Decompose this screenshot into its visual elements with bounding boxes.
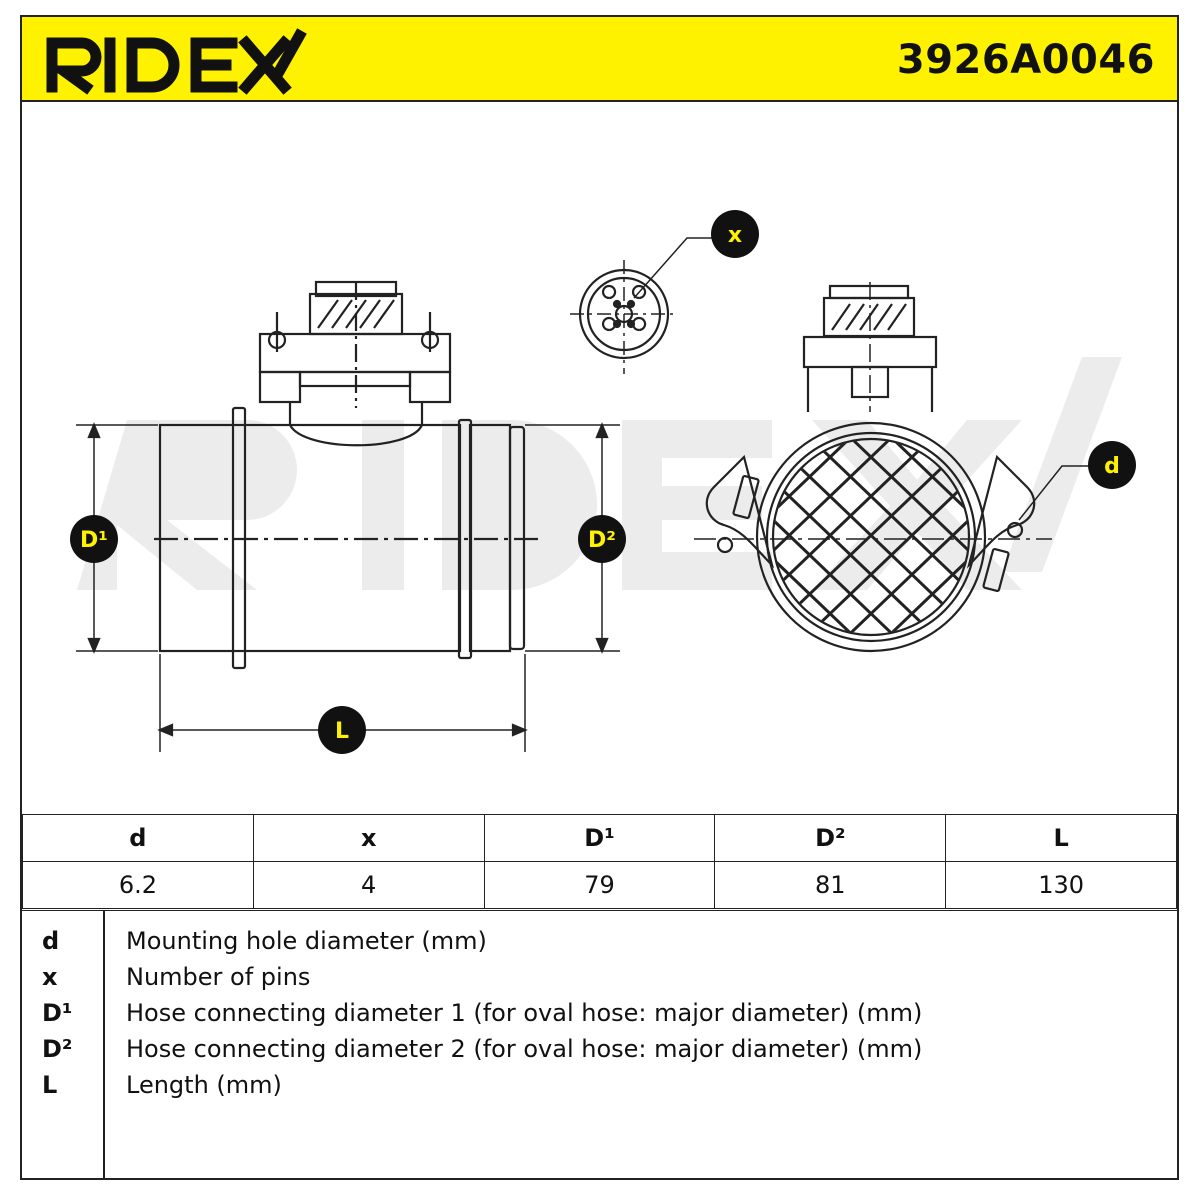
legend-row: D² Hose connecting diameter 2 (for oval … bbox=[22, 1035, 1177, 1071]
legend-key: L bbox=[42, 1071, 58, 1099]
legend: d Mounting hole diameter (mm) x Number o… bbox=[22, 910, 1177, 1179]
spec-value-L: 130 bbox=[945, 861, 1177, 909]
legend-key: d bbox=[42, 927, 60, 955]
callout-D2: D² bbox=[578, 515, 626, 563]
spec-value-D2: 81 bbox=[714, 861, 947, 909]
spec-header-D1: D¹ bbox=[483, 814, 716, 862]
callout-D1: D¹ bbox=[70, 515, 118, 563]
legend-divider bbox=[103, 911, 105, 1179]
callout-L: L bbox=[318, 706, 366, 754]
legend-row: D¹ Hose connecting diameter 1 (for oval … bbox=[22, 999, 1177, 1035]
spec-header-D2: D² bbox=[714, 814, 947, 862]
spec-table-header-row: d x D¹ D² L bbox=[22, 814, 1177, 862]
legend-key: D¹ bbox=[42, 999, 73, 1027]
watermark-logo bbox=[77, 357, 1122, 590]
spec-table-value-row: 6.2 4 79 81 130 bbox=[22, 861, 1177, 909]
legend-row: d Mounting hole diameter (mm) bbox=[22, 927, 1177, 963]
legend-key: D² bbox=[42, 1035, 73, 1063]
legend-description: Mounting hole diameter (mm) bbox=[126, 927, 487, 955]
callout-D2-label: D² bbox=[588, 528, 616, 553]
legend-description: Hose connecting diameter 2 (for oval hos… bbox=[126, 1035, 923, 1063]
legend-description: Number of pins bbox=[126, 963, 311, 991]
legend-description: Hose connecting diameter 1 (for oval hos… bbox=[126, 999, 923, 1027]
spec-value-d: 6.2 bbox=[22, 861, 254, 909]
spec-value-D1: 79 bbox=[483, 861, 716, 909]
spec-table: d x D¹ D² L 6.2 4 79 81 130 bbox=[22, 814, 1177, 909]
callout-d: d bbox=[1088, 441, 1136, 489]
datasheet: 3926A0046 bbox=[20, 15, 1179, 1180]
callout-x-label: x bbox=[728, 223, 742, 248]
drawing-canvas: x d D¹ D² L bbox=[70, 210, 1136, 754]
legend-key: x bbox=[42, 963, 58, 991]
ridex-logo bbox=[46, 28, 307, 95]
spec-header-L: L bbox=[945, 814, 1177, 862]
front-view bbox=[694, 282, 1088, 653]
callout-d-label: d bbox=[1104, 454, 1120, 479]
callout-L-label: L bbox=[335, 719, 349, 744]
legend-row: x Number of pins bbox=[22, 963, 1177, 999]
technical-drawing: x d D¹ D² L bbox=[22, 102, 1177, 814]
spec-value-x: 4 bbox=[252, 861, 485, 909]
part-number: 3926A0046 bbox=[896, 37, 1155, 83]
callout-x: x bbox=[711, 210, 759, 258]
connector-view bbox=[570, 237, 716, 374]
spec-header-d: d bbox=[22, 814, 254, 862]
spec-header-x: x bbox=[252, 814, 485, 862]
header-bar: 3926A0046 bbox=[22, 17, 1177, 102]
side-view bbox=[76, 280, 620, 752]
legend-row: L Length (mm) bbox=[22, 1071, 1177, 1107]
callout-D1-label: D¹ bbox=[80, 528, 108, 553]
legend-description: Length (mm) bbox=[126, 1071, 282, 1099]
